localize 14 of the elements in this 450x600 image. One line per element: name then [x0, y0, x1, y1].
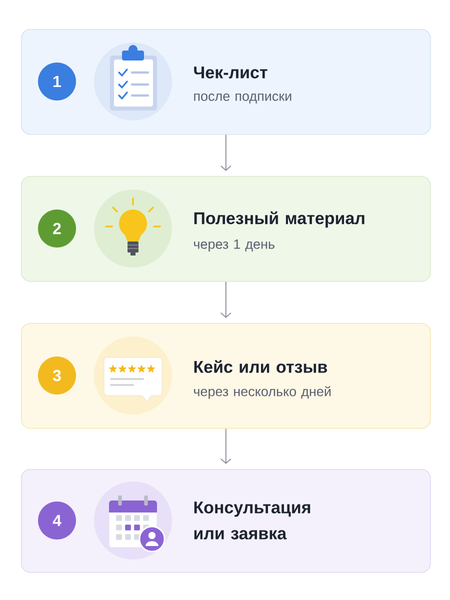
- step-title: Кейс или отзыв: [194, 360, 328, 373]
- number-badge: 4: [38, 502, 76, 540]
- step-subtitle: через несколько дней: [194, 386, 331, 399]
- step-subtitle: после подписки: [194, 94, 292, 104]
- number-badge: 1: [38, 62, 76, 100]
- step-title: Полезный материал: [194, 211, 364, 228]
- arrow: [220, 134, 232, 171]
- arrow: [220, 281, 232, 318]
- number-badge: 3: [38, 356, 76, 394]
- number-badge: 2: [38, 210, 76, 248]
- step-title: Консультация или заявка: [194, 502, 310, 540]
- step-title: Чек-лист: [194, 66, 268, 78]
- arrow: [220, 428, 232, 464]
- step-subtitle: через 1 день: [194, 239, 274, 252]
